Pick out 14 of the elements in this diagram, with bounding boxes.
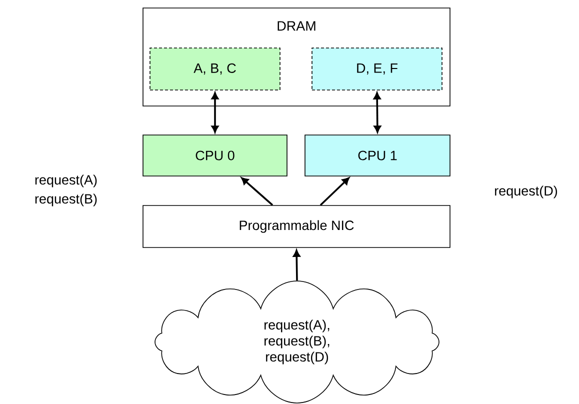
request-label: request(B) xyxy=(35,194,97,206)
request-label: request(D) xyxy=(495,186,558,198)
memory-region-box: D, E, F xyxy=(312,48,442,90)
arrow xyxy=(241,177,274,206)
nic-box: Programmable NIC xyxy=(142,205,450,248)
cpu-box: CPU 0 xyxy=(142,134,288,176)
arrow xyxy=(293,250,300,281)
cpu-box: CPU 1 xyxy=(304,134,450,176)
request-label: request(A) xyxy=(35,174,97,188)
request-cloud: request(A), request(B), request(D) xyxy=(154,280,440,404)
memory-region-box: A, B, C xyxy=(150,48,280,90)
arrow xyxy=(211,92,219,133)
arrow xyxy=(320,177,350,206)
arrow xyxy=(374,92,381,133)
